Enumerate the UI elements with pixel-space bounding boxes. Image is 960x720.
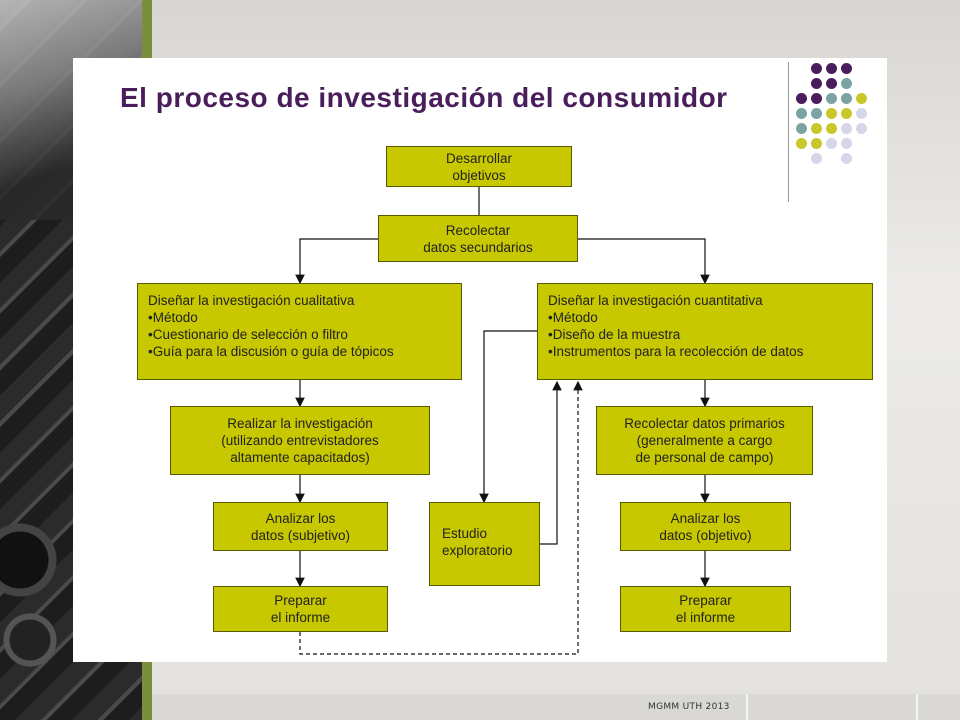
box-line: objetivos bbox=[452, 167, 506, 183]
box-line: •Instrumentos para la recolección de dat… bbox=[548, 344, 804, 359]
box-investigacion-cualitativa: Diseñar la investigación cualitativa •Mé… bbox=[137, 283, 462, 380]
box-line: de personal de campo) bbox=[635, 450, 774, 465]
box-line: Preparar bbox=[274, 593, 327, 608]
box-line: •Método bbox=[548, 310, 598, 325]
decor-dot bbox=[841, 153, 852, 164]
box-line: Recolectar bbox=[445, 222, 511, 238]
decor-dot bbox=[811, 123, 822, 134]
decor-dot bbox=[826, 123, 837, 134]
box-investigacion-cuantitativa: Diseñar la investigación cuantitativa •M… bbox=[537, 283, 873, 380]
slide-title: El proceso de investigación del consumid… bbox=[120, 82, 728, 113]
box-line: datos secundarios bbox=[423, 239, 533, 255]
decor-dot bbox=[841, 138, 852, 149]
box-line: exploratorio bbox=[442, 543, 513, 558]
box-realizar-investigacion: Realizar la investigación (utilizando en… bbox=[170, 406, 430, 475]
decor-dot bbox=[811, 78, 822, 89]
decor-dot bbox=[856, 123, 867, 134]
decor-dot bbox=[796, 138, 807, 149]
connector-feedback-dashed bbox=[299, 380, 583, 655]
decor-dot bbox=[841, 93, 852, 104]
box-line: •Cuestionario de selección o filtro bbox=[148, 327, 348, 342]
box-line: (utilizando entrevistadores bbox=[221, 433, 379, 448]
box-line: datos (objetivo) bbox=[659, 527, 752, 543]
decor-dot bbox=[811, 138, 822, 149]
decor-dot bbox=[811, 108, 822, 119]
decor-dot bbox=[841, 63, 852, 74]
connector-estudio-cuant bbox=[540, 380, 562, 545]
box-line: Recolectar datos primarios bbox=[624, 416, 785, 431]
decor-dot bbox=[841, 123, 852, 134]
box-line: Analizar los bbox=[670, 510, 741, 526]
decor-dot bbox=[826, 78, 837, 89]
box-estudio-exploratorio: Estudio exploratorio bbox=[429, 502, 540, 586]
decor-dot bbox=[796, 93, 807, 104]
connector-to-cualitativa bbox=[295, 238, 378, 285]
connector-to-cuantitativa bbox=[578, 238, 710, 285]
footer-text: MGMM UTH 2013 bbox=[648, 702, 730, 712]
box-analizar-subjetivo: Analizar los datos (subjetivo) bbox=[213, 502, 388, 551]
box-line: Analizar los bbox=[265, 510, 336, 526]
box-line: •Guía para la discusión o guía de tópico… bbox=[148, 344, 394, 359]
box-analizar-objetivo: Analizar los datos (objetivo) bbox=[620, 502, 791, 551]
decor-dot bbox=[796, 108, 807, 119]
box-line: datos (subjetivo) bbox=[250, 527, 351, 543]
footer-divider bbox=[746, 694, 748, 720]
box-line: Realizar la investigación bbox=[227, 416, 373, 431]
box-line: •Método bbox=[148, 310, 198, 325]
box-line: Desarrollar bbox=[445, 150, 513, 166]
box-recolectar-secundarios: Recolectar datos secundarios bbox=[378, 215, 578, 262]
decor-dot bbox=[826, 93, 837, 104]
decor-dot bbox=[826, 63, 837, 74]
decor-dot bbox=[826, 108, 837, 119]
decor-dot bbox=[811, 153, 822, 164]
box-recolectar-primarios: Recolectar datos primarios (generalmente… bbox=[596, 406, 813, 475]
box-preparar-informe-left: Preparar el informe bbox=[213, 586, 388, 632]
decor-dot bbox=[811, 63, 822, 74]
decor-dot bbox=[826, 138, 837, 149]
decor-dot bbox=[856, 108, 867, 119]
decor-dot bbox=[811, 93, 822, 104]
box-line: (generalmente a cargo bbox=[636, 433, 773, 448]
box-line: •Diseño de la muestra bbox=[548, 327, 681, 342]
decor-dot bbox=[841, 108, 852, 119]
box-line: el informe bbox=[675, 610, 736, 625]
box-preparar-informe-right: Preparar el informe bbox=[620, 586, 791, 632]
box-line: altamente capacitados) bbox=[230, 450, 370, 465]
box-desarrollar-objetivos: Desarrollar objetivos bbox=[386, 146, 572, 187]
box-line: Preparar bbox=[679, 593, 732, 608]
decor-dot bbox=[796, 123, 807, 134]
connector-cuant-estudio bbox=[479, 330, 537, 504]
box-line: Diseñar la investigación cuantitativa bbox=[548, 293, 763, 308]
box-line: Estudio bbox=[442, 526, 488, 541]
decor-dot bbox=[841, 78, 852, 89]
decor-divider bbox=[788, 62, 789, 202]
decor-dot bbox=[856, 93, 867, 104]
footer-divider bbox=[916, 694, 918, 720]
footer-bar bbox=[152, 694, 960, 720]
box-line: Diseñar la investigación cualitativa bbox=[148, 293, 355, 308]
box-line: el informe bbox=[270, 610, 331, 625]
